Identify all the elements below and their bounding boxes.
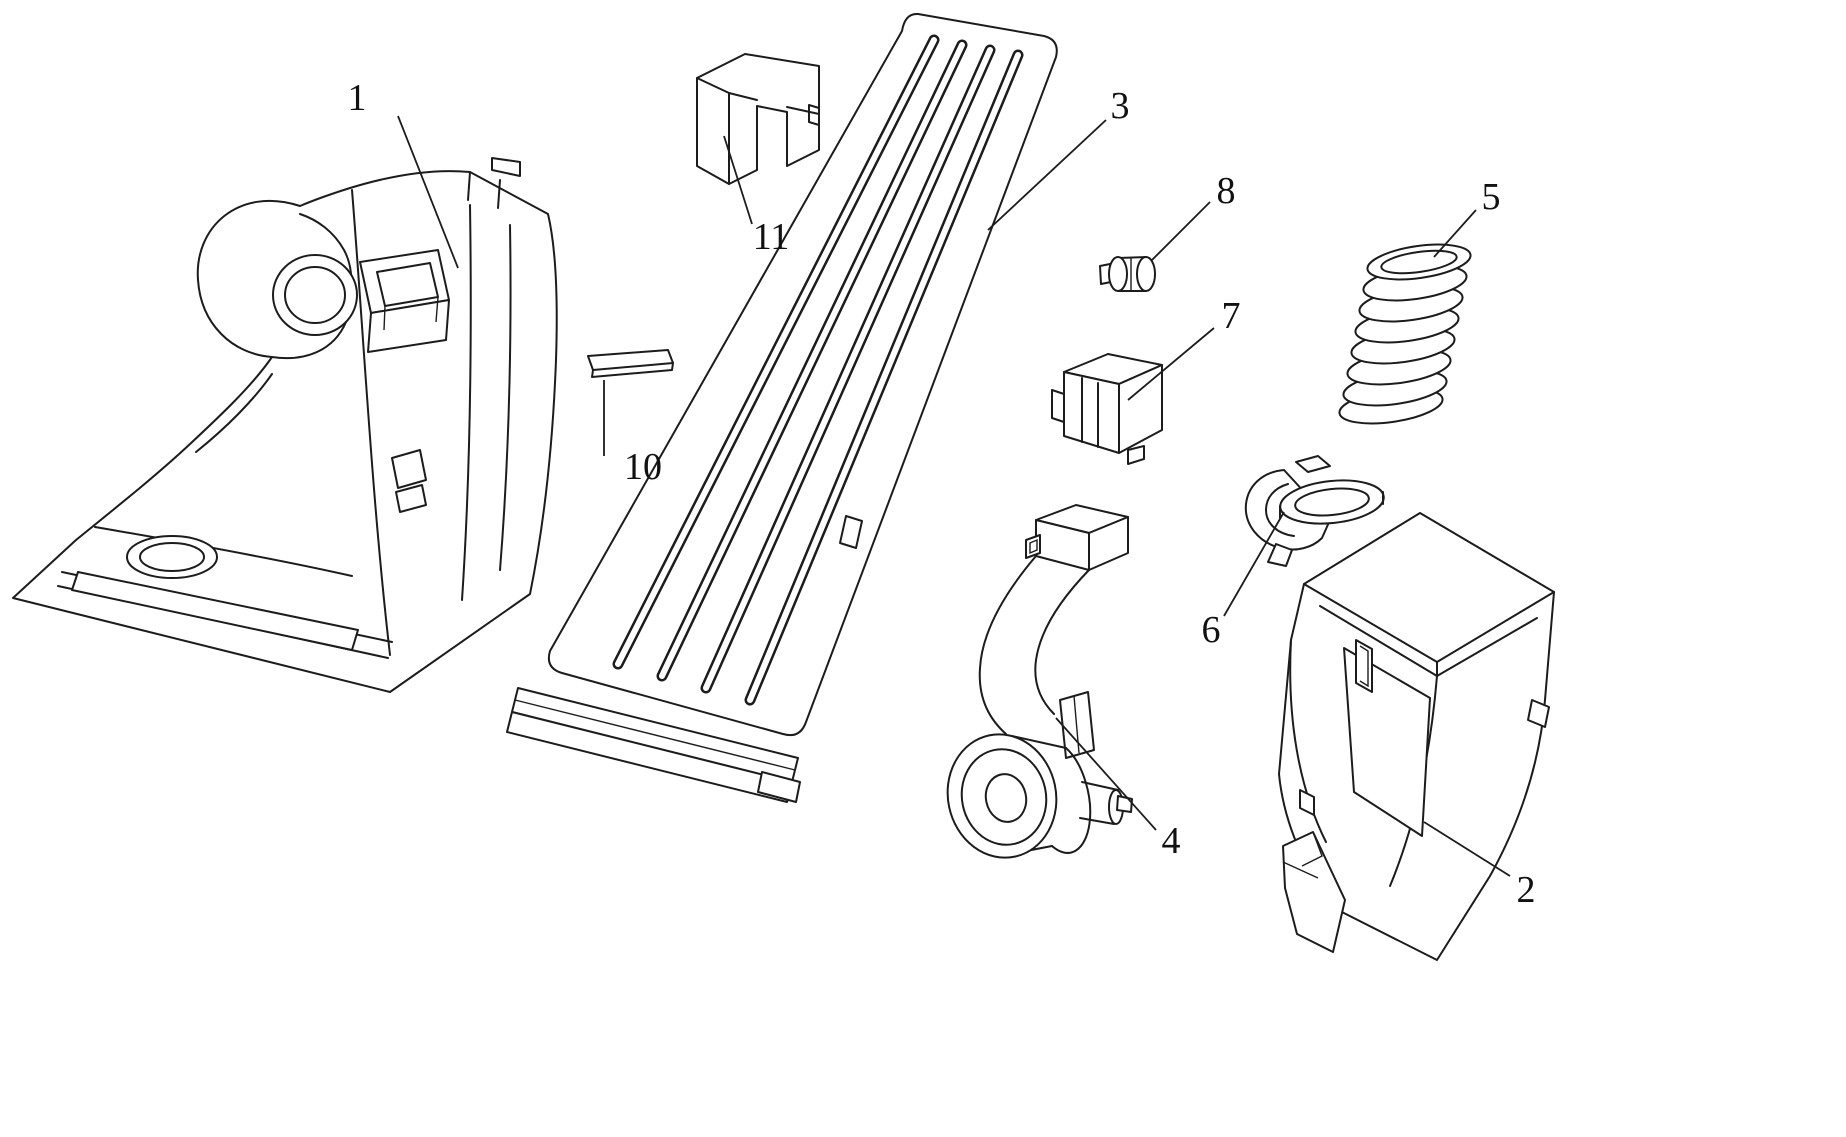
part-8-bushing-drawing (1099, 256, 1156, 292)
leader-line-7 (1127, 327, 1215, 401)
callout-label-5: 5 (1482, 176, 1501, 218)
leader-line-3 (987, 119, 1107, 231)
callout-label-4: 4 (1162, 820, 1181, 862)
leader-line-5 (1433, 209, 1477, 258)
callout-label-7: 7 (1222, 295, 1241, 337)
part-6-retainer-clip-drawing (1244, 455, 1385, 567)
leader-line-1 (397, 115, 459, 269)
leader-line-2 (1423, 821, 1511, 877)
part-5-coil-spring-drawing (1338, 243, 1472, 425)
part-10-flat-strip-drawing (587, 349, 674, 378)
part-11-u-clip-drawing (696, 53, 820, 185)
part-4-sensor-arm-drawing (946, 504, 1133, 859)
part-2-housing-cover-drawing (1278, 512, 1555, 961)
leader-line-8 (1151, 201, 1211, 261)
callout-label-6: 6 (1202, 609, 1221, 651)
callout-label-8: 8 (1217, 170, 1236, 212)
callout-labels: 1 11 10 3 8 5 7 6 4 2 (348, 77, 1536, 911)
leader-line-4 (1055, 717, 1157, 831)
part-1-mount-bracket-drawing (12, 157, 558, 693)
callout-label-10: 10 (624, 446, 662, 488)
part-3-pedal-pad-drawing (506, 12, 1058, 803)
leader-line-11 (723, 135, 753, 225)
part-7-slotted-block-drawing (1051, 353, 1163, 465)
callout-label-11: 11 (753, 216, 790, 258)
leader-lines (397, 115, 1511, 877)
callout-label-1: 1 (348, 77, 367, 119)
leader-line-6 (1223, 511, 1285, 617)
callout-label-2: 2 (1517, 869, 1536, 911)
callout-label-3: 3 (1111, 85, 1130, 127)
